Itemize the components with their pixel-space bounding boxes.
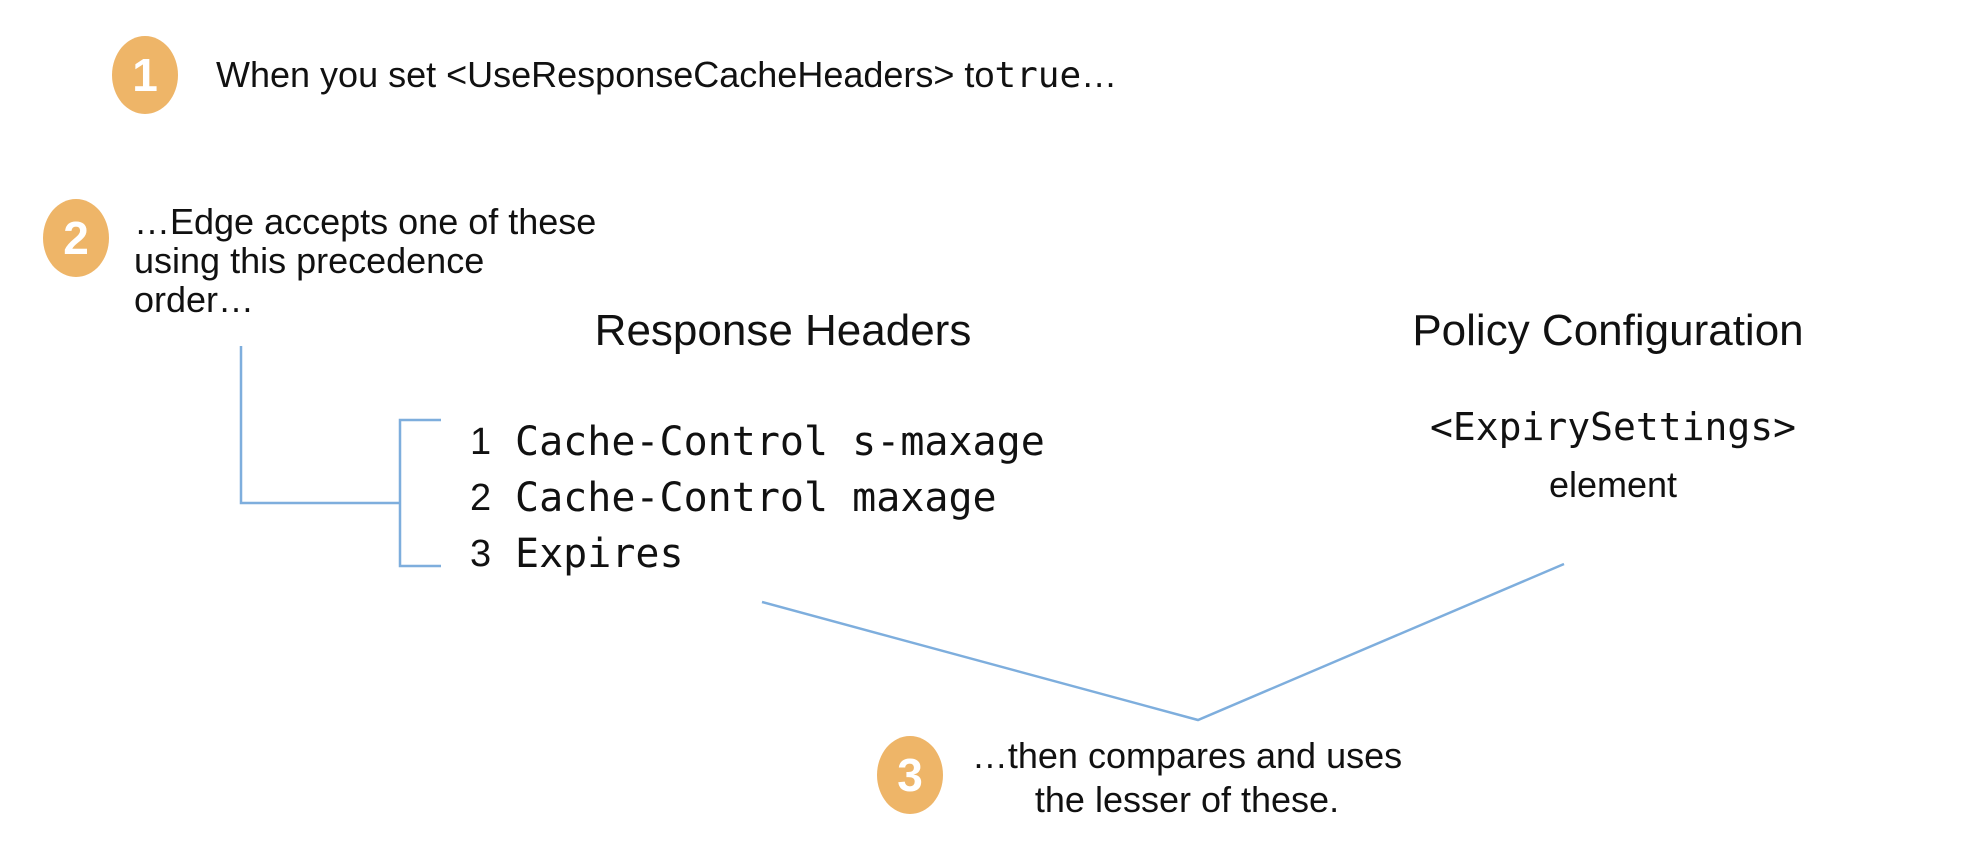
step-2-text-line-1: …Edge accepts one of these xyxy=(134,201,597,242)
step-1-badge: 1 xyxy=(112,36,178,114)
list-item: 3 Expires xyxy=(470,526,1045,582)
step-2-badge: 2 xyxy=(43,199,109,277)
list-item: 2 Cache-Control maxage xyxy=(470,470,1045,526)
expiry-settings-caption: element xyxy=(1548,464,1678,505)
response-headers-title: Response Headers xyxy=(594,306,972,355)
step2-elbow-connector-line xyxy=(239,346,400,505)
expiry-settings-code: <ExpirySettings> xyxy=(1429,405,1797,449)
policy-configuration-title: Policy Configuration xyxy=(1412,306,1804,355)
step-1-text: When you set <UseResponseCacheHeaders> t… xyxy=(216,36,1117,114)
step-1-text-prefix: When you set <UseResponseCacheHeaders> t… xyxy=(216,54,995,95)
list-item-number: 3 xyxy=(470,532,492,575)
list-item-label: Cache-Control maxage xyxy=(515,475,997,521)
step-1-number: 1 xyxy=(132,49,158,101)
step-3-text-line-1: …then compares and uses xyxy=(971,735,1403,776)
list-item-label: Expires xyxy=(515,531,684,577)
step-3-badge: 3 xyxy=(877,736,943,814)
response-headers-list: 1 Cache-Control s-maxage 2 Cache-Control… xyxy=(470,414,1045,582)
step-2-number: 2 xyxy=(63,212,89,264)
list-item-number: 2 xyxy=(470,476,492,519)
step-3-text: …then compares and uses the lesser of th… xyxy=(957,734,1417,822)
step-3-text-line-2: the lesser of these. xyxy=(1034,779,1340,820)
step-1-text-suffix: … xyxy=(1081,54,1118,95)
list-item-label: Cache-Control s-maxage xyxy=(515,419,1045,465)
precedence-bracket xyxy=(398,418,441,568)
step-3-number: 3 xyxy=(897,749,923,801)
step-2-text: …Edge accepts one of these using this pr… xyxy=(134,202,596,319)
step-2-text-line-2: using this precedence xyxy=(134,240,485,281)
list-item: 1 Cache-Control s-maxage xyxy=(470,414,1045,470)
list-item-number: 1 xyxy=(470,420,492,463)
step-1-code-true: true xyxy=(994,54,1082,96)
step-2-text-line-3: order… xyxy=(134,279,255,320)
compare-v-connector-line xyxy=(761,562,1565,722)
